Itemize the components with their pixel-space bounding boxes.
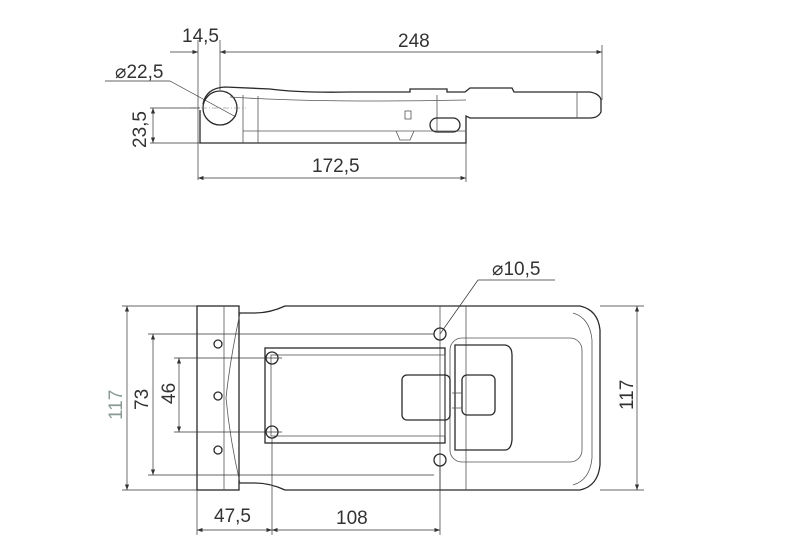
- dim-hole-diameter: ⌀10,5: [492, 259, 540, 280]
- oval-slot: [429, 117, 461, 133]
- top-view-body: [196, 305, 601, 491]
- top-view: 117 73 46 117 47,5 108 ⌀10,5: [106, 259, 644, 535]
- clip-detail: [395, 130, 415, 141]
- keeper-frame: [449, 337, 583, 463]
- leader-line: [169, 80, 237, 118]
- handle-button: [461, 374, 496, 416]
- keeper-curve: [572, 312, 593, 486]
- side-view-body: [190, 86, 602, 144]
- dim-outer-hole-spacing: 73: [132, 389, 153, 410]
- dim-inner-hole-spacing: 46: [159, 383, 180, 404]
- dim-height: 23,5: [130, 111, 151, 148]
- latch-body-outline: [239, 305, 601, 491]
- leader-line: [439, 279, 479, 335]
- dim-base-length: 172,5: [312, 156, 360, 177]
- side-view: 14,5 248 ⌀22,5 23,5 172,5: [105, 26, 603, 182]
- mounting-holes: [213, 327, 447, 467]
- plate-curve: [225, 312, 241, 484]
- mounting-hole: [213, 391, 223, 401]
- mounting-hole: [213, 445, 223, 455]
- dim-hole-pitch: 108: [336, 508, 368, 529]
- dim-first-hole-offset: 47,5: [214, 506, 251, 527]
- dim-pivot-diameter: ⌀22,5: [115, 62, 163, 83]
- lever-plate: [264, 347, 446, 444]
- lock-tab: [401, 374, 451, 421]
- slot-mark: [404, 110, 412, 120]
- top-view-dimensions: 117 73 46 117 47,5 108 ⌀10,5: [106, 259, 644, 535]
- handle: [454, 344, 513, 451]
- mounting-plate: [196, 305, 240, 491]
- latch-body-outline: [199, 86, 602, 144]
- lever-edge: [229, 96, 467, 102]
- lever-plate-inner: [270, 354, 446, 437]
- dim-overall-width-left: 117: [106, 390, 127, 420]
- dim-hinge-offset: 14,5: [182, 26, 219, 47]
- side-view-dimensions: 14,5 248 ⌀22,5 23,5 172,5: [105, 26, 603, 182]
- dim-overall-length: 248: [398, 31, 430, 52]
- mounting-hole: [213, 339, 223, 349]
- dim-overall-width-right: 117: [617, 380, 638, 410]
